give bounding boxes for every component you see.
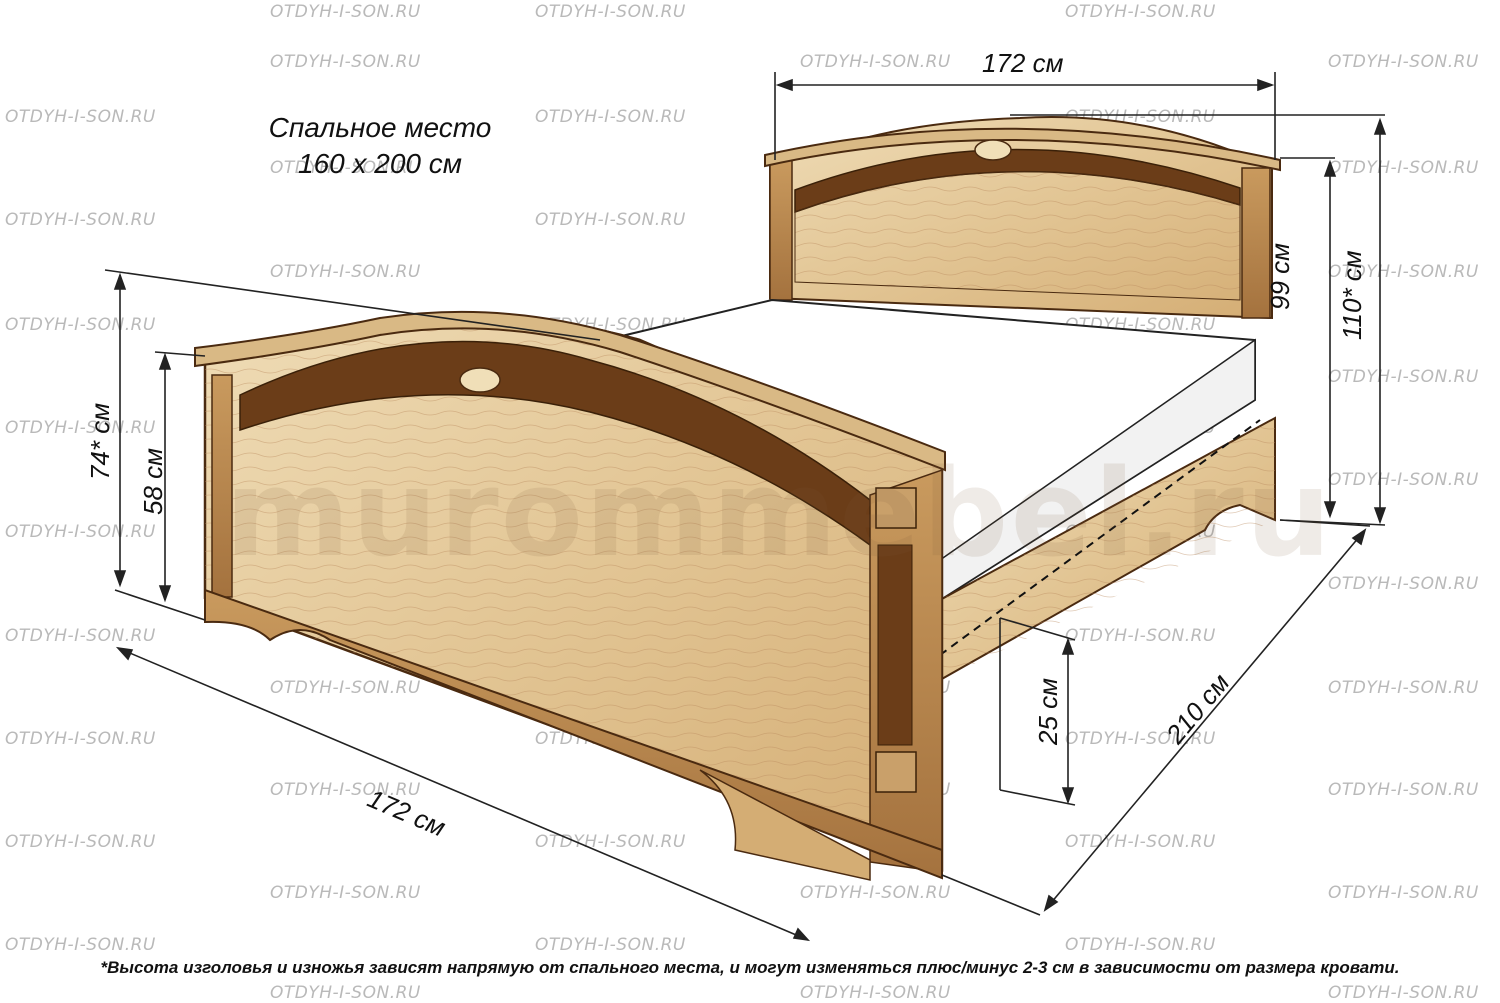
site-watermark: OTDYH-I-SON.RU <box>800 52 951 72</box>
site-watermark: OTDYH-I-SON.RU <box>1328 678 1479 698</box>
site-watermark: OTDYH-I-SON.RU <box>1328 262 1479 282</box>
site-watermark: OTDYH-I-SON.RU <box>1328 158 1479 178</box>
dimension-lines <box>104 72 1387 942</box>
side-height-label: 25 см <box>1033 678 1063 745</box>
site-watermark: OTDYH-I-SON.RU <box>5 107 156 127</box>
sleeping-area-title: Спальное место 160 х 200 см <box>230 110 530 182</box>
site-watermark: OTDYH-I-SON.RU <box>270 983 421 1003</box>
site-watermark: OTDYH-I-SON.RU <box>1328 883 1479 903</box>
site-watermark: OTDYH-I-SON.RU <box>535 935 686 955</box>
site-watermark: OTDYH-I-SON.RU <box>270 780 421 800</box>
site-watermark: OTDYH-I-SON.RU <box>535 832 686 852</box>
site-watermark: OTDYH-I-SON.RU <box>5 832 156 852</box>
headboard-total-label: 110* см <box>1337 250 1367 340</box>
brand-watermark: murommebel.ru <box>225 445 1334 584</box>
site-watermark: OTDYH-I-SON.RU <box>800 883 951 903</box>
site-watermark: OTDYH-I-SON.RU <box>270 883 421 903</box>
site-watermark: OTDYH-I-SON.RU <box>1328 52 1479 72</box>
site-watermark: OTDYH-I-SON.RU <box>1065 935 1216 955</box>
site-watermark: OTDYH-I-SON.RU <box>5 729 156 749</box>
site-watermark: OTDYH-I-SON.RU <box>535 210 686 230</box>
site-watermark: OTDYH-I-SON.RU <box>1065 2 1216 22</box>
site-watermark: OTDYH-I-SON.RU <box>1065 832 1216 852</box>
site-watermark: OTDYH-I-SON.RU <box>800 983 951 1003</box>
sleeping-area-line1: Спальное место <box>268 112 492 143</box>
site-watermark: OTDYH-I-SON.RU <box>1328 574 1479 594</box>
site-watermark: OTDYH-I-SON.RU <box>270 678 421 698</box>
site-watermark: OTDYH-I-SON.RU <box>1065 626 1216 646</box>
site-watermark: OTDYH-I-SON.RU <box>1065 729 1216 749</box>
site-watermark: OTDYH-I-SON.RU <box>270 52 421 72</box>
site-watermark: OTDYH-I-SON.RU <box>1328 983 1479 1003</box>
sleeping-area-line2: 160 х 200 см <box>298 148 462 179</box>
headboard <box>764 116 1281 320</box>
site-watermark: OTDYH-I-SON.RU <box>535 2 686 22</box>
site-watermark: OTDYH-I-SON.RU <box>1328 780 1479 800</box>
site-watermark: OTDYH-I-SON.RU <box>535 107 686 127</box>
footboard-height-label: 58 см <box>138 448 168 515</box>
site-watermark: OTDYH-I-SON.RU <box>5 626 156 646</box>
site-watermark: OTDYH-I-SON.RU <box>270 2 421 22</box>
side-rail <box>939 416 1276 682</box>
footboard <box>194 310 946 881</box>
site-watermark: OTDYH-I-SON.RU <box>5 935 156 955</box>
site-watermark: OTDYH-I-SON.RU <box>270 262 421 282</box>
headboard-width-label: 172 см <box>982 48 1064 78</box>
site-watermark: OTDYH-I-SON.RU <box>5 522 156 542</box>
site-watermark: OTDYH-I-SON.RU <box>5 315 156 335</box>
site-watermark: OTDYH-I-SON.RU <box>5 418 156 438</box>
footboard-total-label: 74* см <box>85 402 115 480</box>
footnote: *Высота изголовья и изножья зависят напр… <box>100 958 1400 977</box>
site-watermark: OTDYH-I-SON.RU <box>270 158 421 178</box>
headboard-height-label: 99 см <box>1265 243 1295 310</box>
site-watermark: OTDYH-I-SON.RU <box>5 210 156 230</box>
site-watermark: OTDYH-I-SON.RU <box>1328 470 1479 490</box>
site-watermark: OTDYH-I-SON.RU <box>1328 367 1479 387</box>
